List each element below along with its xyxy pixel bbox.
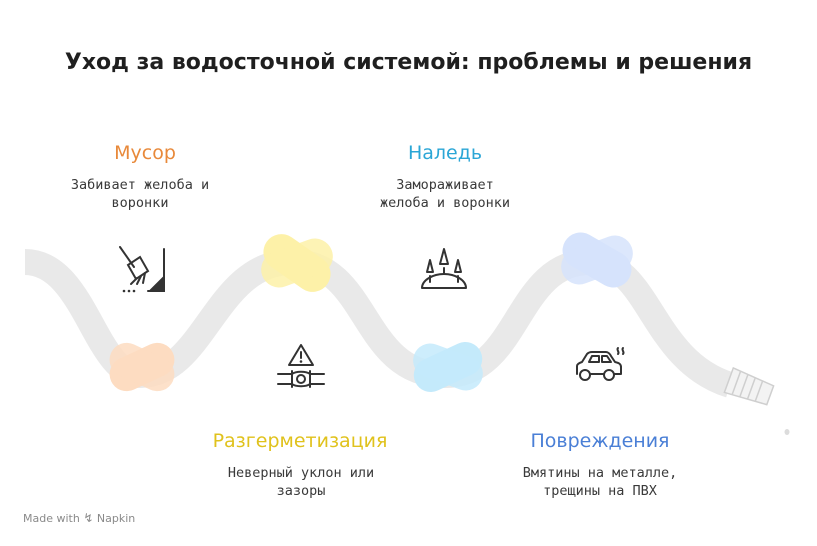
desc-povrezhdeniya-line2: трещины на ПВХ [543, 483, 657, 499]
desc-musor-line2: воронки [111, 195, 169, 211]
knot-blue [561, 232, 633, 288]
label-naled: Наледь [407, 142, 483, 164]
knot-yellow [261, 234, 333, 292]
label-musor: Мусор [114, 142, 176, 164]
label-povrezhdeniya: Повреждения [530, 430, 670, 452]
desc-musor-line1: Забивает желоба и [70, 177, 210, 193]
desc-razgermetizatsiya: Неверный уклон или зазоры [196, 464, 406, 500]
footer-attribution[interactable]: Made with ↯ Napkin [23, 511, 135, 525]
broom-icon [119, 246, 165, 293]
page-title: Уход за водосточной системой: проблемы и… [64, 50, 753, 75]
desc-razgermetizatsiya-line1: Неверный уклон или [227, 465, 375, 481]
damaged-car-icon [576, 347, 625, 381]
desc-naled: Замораживает желоба и воронки [340, 176, 550, 212]
napkin-logo-icon: ↯ [83, 511, 94, 525]
desc-naled-line1: Замораживает [396, 177, 494, 193]
desc-razgermetizatsiya-line2: зазоры [276, 483, 326, 499]
label-razgermetizatsiya: Разгерметизация [212, 430, 388, 452]
water-drop [784, 429, 790, 435]
knot-cyan [413, 341, 483, 393]
icicles-icon [421, 248, 467, 289]
pipe-warning-icon [277, 344, 325, 388]
desc-povrezhdeniya: Вмятины на металле, трещины на ПВХ [498, 464, 702, 500]
knot-orange [109, 342, 175, 392]
rope-end-nozzle [723, 366, 775, 406]
desc-naled-line2: желоба и воронки [379, 195, 511, 211]
desc-musor: Забивает желоба и воронки [40, 176, 240, 212]
desc-povrezhdeniya-line1: Вмятины на металле, [522, 465, 678, 481]
footer-made-with: Made with [23, 512, 80, 525]
footer-brand: Napkin [96, 512, 136, 525]
